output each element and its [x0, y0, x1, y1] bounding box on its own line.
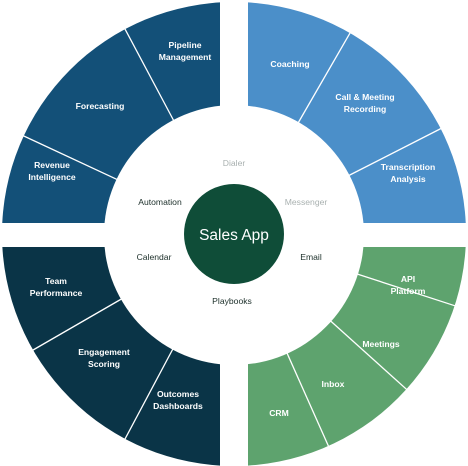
integrations-segment-label[interactable]: Meetings [362, 339, 399, 349]
integrations-segment-label[interactable]: CRM [269, 408, 289, 418]
analytics-segment-divider [31, 295, 127, 352]
inner-item-messenger[interactable]: Messenger [285, 197, 328, 207]
integrations-segment-divider [352, 272, 457, 307]
center-hub-label: Sales App [199, 227, 269, 244]
analytics-segment-divider [123, 344, 176, 441]
deals-segment-divider [21, 134, 121, 182]
inner-item-calendar[interactable]: Calendar [137, 252, 172, 262]
center-hub[interactable]: Sales App [184, 184, 284, 284]
integrations-segment-divider [326, 317, 409, 392]
inner-item-playbooks[interactable]: Playbooks [212, 296, 252, 306]
integrations-segment-label[interactable]: Inbox [322, 379, 345, 389]
conversations-segment-divider [345, 127, 443, 178]
inner-item-dialer[interactable]: Dialer [223, 158, 246, 168]
deals-segment-divider [123, 27, 176, 124]
inner-item-automation[interactable]: Automation [138, 197, 182, 207]
integrations-segment-divider [284, 347, 330, 449]
conversations-segment-label[interactable]: Coaching [270, 59, 309, 69]
center-hub-circle [184, 184, 284, 284]
conversations-segment-divider [295, 31, 352, 127]
inner-item-email[interactable]: Email [300, 252, 322, 262]
deals-segment-label[interactable]: Forecasting [76, 101, 125, 111]
